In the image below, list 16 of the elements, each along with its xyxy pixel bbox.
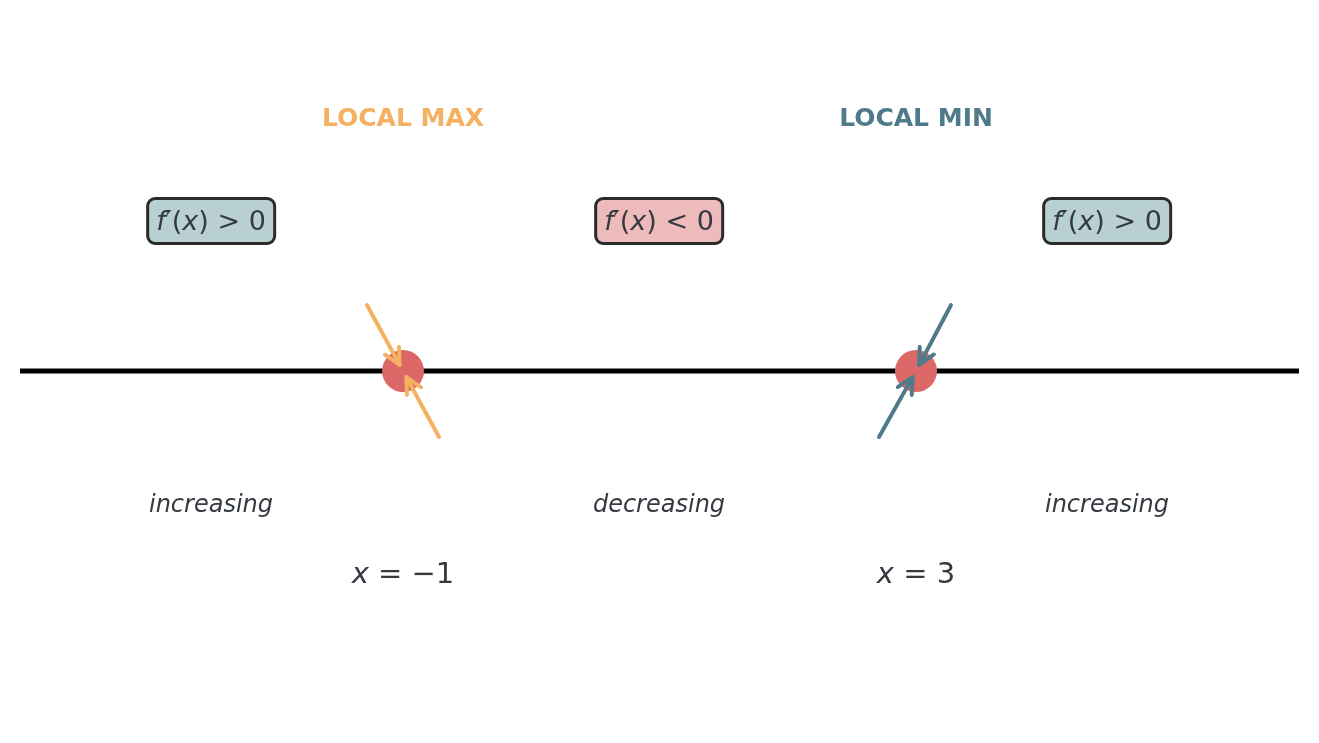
interval-label: decreasing: [592, 490, 726, 518]
critical-value-label: x = −1: [351, 556, 455, 590]
critical-point-dot: [382, 350, 424, 392]
arrow: [365, 303, 402, 367]
sign-box: f′(x) < 0: [594, 197, 724, 245]
arrow: [877, 375, 915, 439]
arrow: [404, 375, 441, 439]
interval-label: increasing: [1045, 490, 1169, 518]
sign-box: f′(x) > 0: [146, 197, 276, 245]
extremum-label: LOCAL MIN: [839, 102, 993, 132]
sign-box: f′(x) > 0: [1042, 197, 1172, 245]
interval-label: increasing: [149, 490, 273, 518]
critical-point-dot: [895, 350, 937, 392]
arrow: [917, 303, 953, 367]
extremum-label: LOCAL MAX: [321, 102, 485, 132]
critical-value-label: x = 3: [876, 556, 956, 590]
